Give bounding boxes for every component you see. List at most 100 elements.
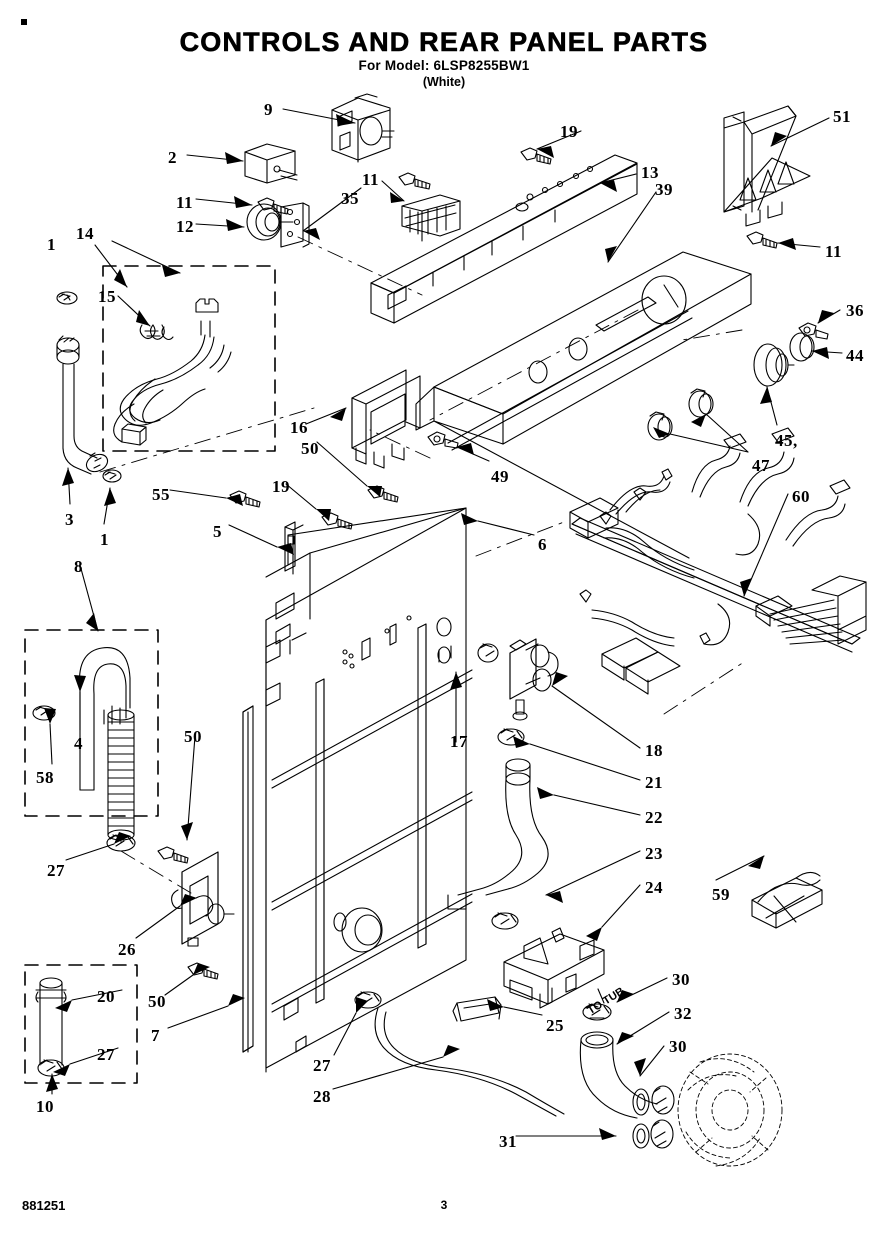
callout-13-c13: 13 — [641, 163, 659, 182]
callout-55-c55: 55 — [152, 485, 170, 504]
callout-11-c11c: 11 — [825, 242, 843, 261]
leader-lines — [49, 108, 843, 1137]
group-box-power-cord — [102, 265, 276, 452]
part-47-knob-left — [688, 388, 714, 418]
part-14-power-cord — [113, 298, 232, 446]
part-35-console-switch — [401, 194, 461, 242]
part-51-lid-hinge — [723, 105, 811, 227]
callout-3-c3: 3 — [65, 510, 74, 529]
document-number: 881251 — [22, 1198, 66, 1213]
callout-50-c50b: 50 — [184, 727, 202, 746]
part-2-switch — [244, 143, 298, 184]
part-27-clamp-panel — [354, 991, 382, 1009]
part-39-console-panel — [415, 251, 752, 559]
part-17-nut — [477, 643, 499, 663]
callout-5-c5: 5 — [213, 522, 222, 541]
callout-18-c18: 18 — [645, 741, 663, 760]
callout-59-c59: 59 — [712, 885, 730, 904]
callout-45-c45: 45, — [775, 431, 798, 450]
callout-9-c9: 9 — [264, 100, 273, 119]
group-box-standpipe — [24, 964, 138, 1084]
registration-mark — [21, 19, 27, 25]
part-11-screw-hinge — [746, 231, 778, 249]
callout-8-c8: 8 — [74, 557, 83, 576]
part-30-clamp-top — [582, 1003, 612, 1021]
part-15-cord-clamp — [139, 324, 174, 341]
part-44-cap — [789, 332, 815, 362]
callout-19-c19a: 19 — [560, 122, 578, 141]
callout-7-c7: 7 — [151, 1026, 160, 1045]
callout-11-c11b: 11 — [362, 170, 380, 189]
callout-1-c1b: 1 — [100, 530, 109, 549]
callout-31-c31: 31 — [499, 1132, 517, 1151]
color-variant: (White) — [422, 75, 466, 89]
part-20-standpipe — [35, 977, 67, 1066]
callout-15-c15: 15 — [98, 287, 116, 306]
part-13-console-bracket — [370, 154, 638, 324]
part-26-bracket — [171, 851, 235, 947]
callout-36-c36: 36 — [846, 301, 864, 320]
part-23-clamp — [491, 912, 519, 930]
callout-17-c17: 17 — [450, 732, 468, 751]
part-49-screw — [427, 431, 459, 449]
part-22-fill-hose — [447, 758, 549, 910]
callout-27-c27a: 27 — [47, 861, 65, 880]
part-1-washer-top — [56, 291, 78, 305]
callout-49-c49: 49 — [491, 467, 509, 486]
callout-35-c35: 35 — [341, 189, 359, 208]
callout-44-c44: 44 — [846, 346, 864, 365]
pump-housing-phantom — [677, 1053, 783, 1167]
part-3-inlet-coupling — [56, 335, 109, 475]
part-47-knob-right — [647, 411, 673, 441]
part-24-drain-pump — [503, 927, 605, 1009]
part-9-timer — [331, 93, 395, 163]
callout-11-c11a: 11 — [176, 193, 194, 212]
part-12-pressure-switch — [246, 202, 310, 248]
callout-30-c30b: 30 — [669, 1037, 687, 1056]
callout-50-c50a: 50 — [301, 439, 319, 458]
callout-27-c27c: 27 — [313, 1056, 331, 1075]
page-number: 3 — [440, 1198, 448, 1212]
part-7-side-trim — [242, 705, 254, 1053]
callout-60-c60: 60 — [792, 487, 810, 506]
part-18-water-valve — [509, 638, 559, 721]
part-16-end-cap-bracket — [351, 369, 421, 469]
part-60-wire-harness — [569, 427, 867, 695]
group-box-drain-hose — [24, 629, 159, 817]
part-59-base-strut — [751, 871, 823, 929]
part-28-drain-hose-long — [374, 1007, 565, 1117]
callout-51-c51: 51 — [833, 107, 851, 126]
callout-50-c50c: 50 — [148, 992, 166, 1011]
callout-28-c28: 28 — [313, 1087, 331, 1106]
callout-30-c30a: 30 — [672, 970, 690, 989]
part-4-drain-hose — [78, 647, 131, 791]
callout-24-c24: 24 — [645, 878, 663, 897]
callout-47-c47: 47 — [752, 456, 770, 475]
callout-12-c12: 12 — [176, 217, 194, 236]
page-title: CONTROLS AND REAR PANEL PARTS — [179, 27, 709, 58]
callout-1-c1a: 1 — [47, 235, 56, 254]
callout-39-c39: 39 — [655, 180, 673, 199]
callout-4-c4: 4 — [74, 734, 83, 753]
model-subtitle: For Model: 6LSP8255BW1 — [358, 58, 530, 73]
part-25-hose-clip — [452, 996, 502, 1022]
part-45-knob — [753, 343, 795, 387]
alignment-axes — [99, 236, 745, 894]
callout-22-c22: 22 — [645, 808, 663, 827]
part-36-screw — [798, 322, 829, 340]
part-30-clamp-mid — [651, 1085, 675, 1115]
callout-26-c26: 26 — [118, 940, 136, 959]
callout-32-c32: 32 — [674, 1004, 692, 1023]
part-4-standpipe-corrugated — [107, 709, 135, 841]
callout-6-c6: 6 — [538, 535, 547, 554]
part-6-rear-panel — [265, 507, 473, 1073]
callout-23-c23: 23 — [645, 844, 663, 863]
callout-16-c16: 16 — [290, 418, 308, 437]
part-31-clamp-bottom — [632, 1119, 674, 1149]
part-58-clamp — [32, 705, 56, 721]
callout-10-c10: 10 — [36, 1097, 54, 1116]
callout-14-c14: 14 — [76, 224, 94, 243]
part-1-washer-lower — [102, 469, 122, 483]
callout-2-c2: 2 — [168, 148, 177, 167]
